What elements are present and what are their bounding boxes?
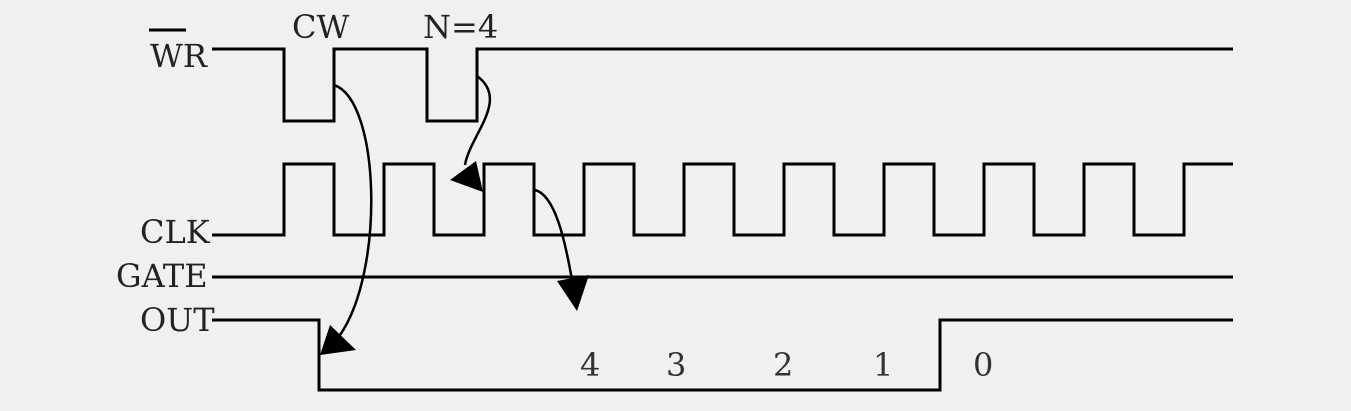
n-to-clk-arrowhead bbox=[450, 161, 483, 192]
clk-label: CLK bbox=[140, 213, 211, 251]
wr-label: WR bbox=[150, 37, 208, 75]
cw-to-out-arrow bbox=[333, 83, 373, 336]
clk-to-count-arrowhead bbox=[557, 275, 589, 311]
out-label: OUT bbox=[140, 301, 215, 339]
out-waveform bbox=[212, 318, 1233, 392]
cw-annotation: CW bbox=[292, 8, 349, 46]
n-to-clk-arrow bbox=[463, 74, 491, 166]
wr-waveform bbox=[212, 47, 1233, 123]
count-2: 2 bbox=[773, 346, 793, 384]
gate-label: GATE bbox=[116, 257, 208, 295]
cw-to-out-arrowhead bbox=[320, 325, 356, 355]
clk-to-count-arrow bbox=[534, 188, 574, 281]
n-annotation: N=4 bbox=[423, 8, 498, 46]
count-4: 4 bbox=[580, 346, 600, 384]
count-0: 0 bbox=[973, 346, 993, 384]
count-1: 1 bbox=[873, 346, 893, 384]
count-3: 3 bbox=[666, 346, 686, 384]
clk-waveform bbox=[212, 162, 1233, 237]
